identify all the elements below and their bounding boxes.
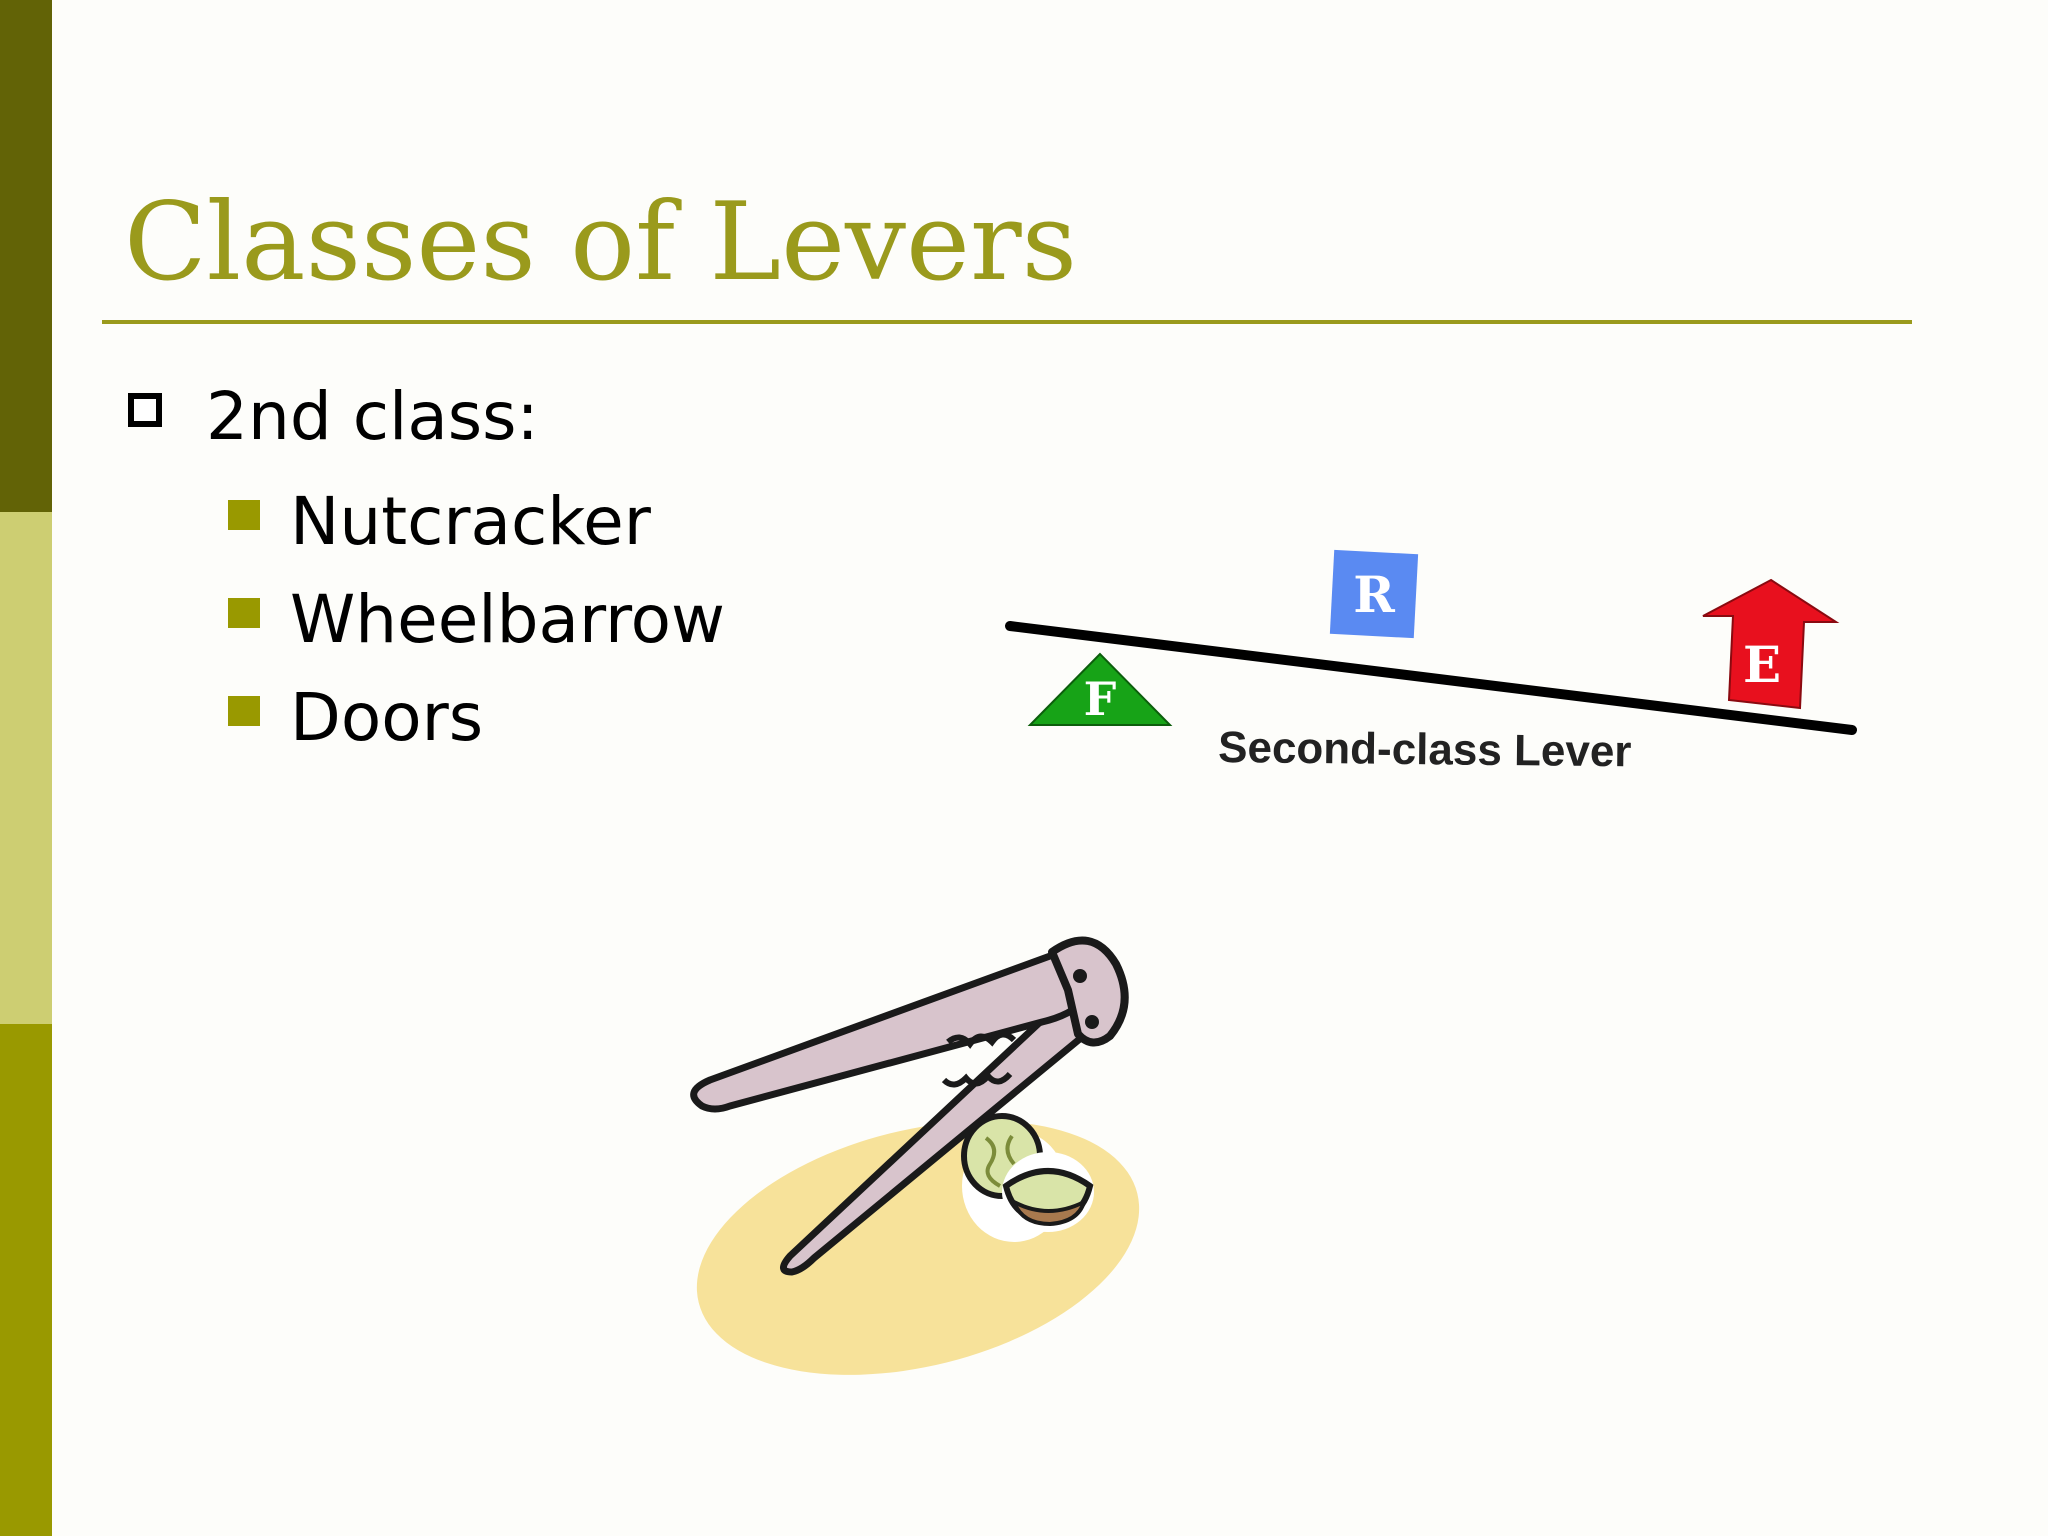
fulcrum-triangle-icon: F [1027, 652, 1173, 726]
hollow-square-bullet-icon [128, 393, 162, 427]
nutcracker-icon [690, 936, 1140, 1375]
sub-bullet-list: Nutcracker Wheelbarrow Doors [228, 472, 725, 766]
resistance-square-icon: R [1329, 549, 1419, 639]
square-bullet-icon [228, 696, 260, 726]
sub-bullet-text: Nutcracker [290, 482, 651, 560]
title-divider [102, 320, 1912, 324]
square-bullet-icon [228, 500, 260, 530]
walnut-icon [961, 1113, 1094, 1242]
list-item: Doors [228, 668, 725, 766]
effort-arrow-icon: E [1702, 578, 1840, 710]
side-bar-middle [0, 512, 52, 1024]
sub-bullet-text: Doors [290, 678, 484, 756]
list-item: Wheelbarrow [228, 570, 725, 668]
sub-bullet-text: Wheelbarrow [290, 580, 725, 658]
list-item: Nutcracker [228, 472, 725, 570]
lever-beam [1005, 621, 1857, 735]
slide-title: Classes of Levers [124, 180, 1078, 305]
fulcrum-label: F [1084, 672, 1117, 726]
lever-diagram: F R E Second-class Lever [1005, 549, 1857, 776]
effort-label: E [1743, 635, 1781, 694]
side-bar-bottom [0, 1024, 52, 1536]
bullet-label: 2nd class: [206, 377, 539, 455]
square-bullet-icon [228, 598, 260, 628]
side-bar-top [0, 0, 52, 512]
lever-caption: Second-class Lever [1218, 723, 1632, 776]
resistance-label: R [1353, 565, 1395, 624]
bullet-level-1: 2nd class: [128, 374, 539, 458]
